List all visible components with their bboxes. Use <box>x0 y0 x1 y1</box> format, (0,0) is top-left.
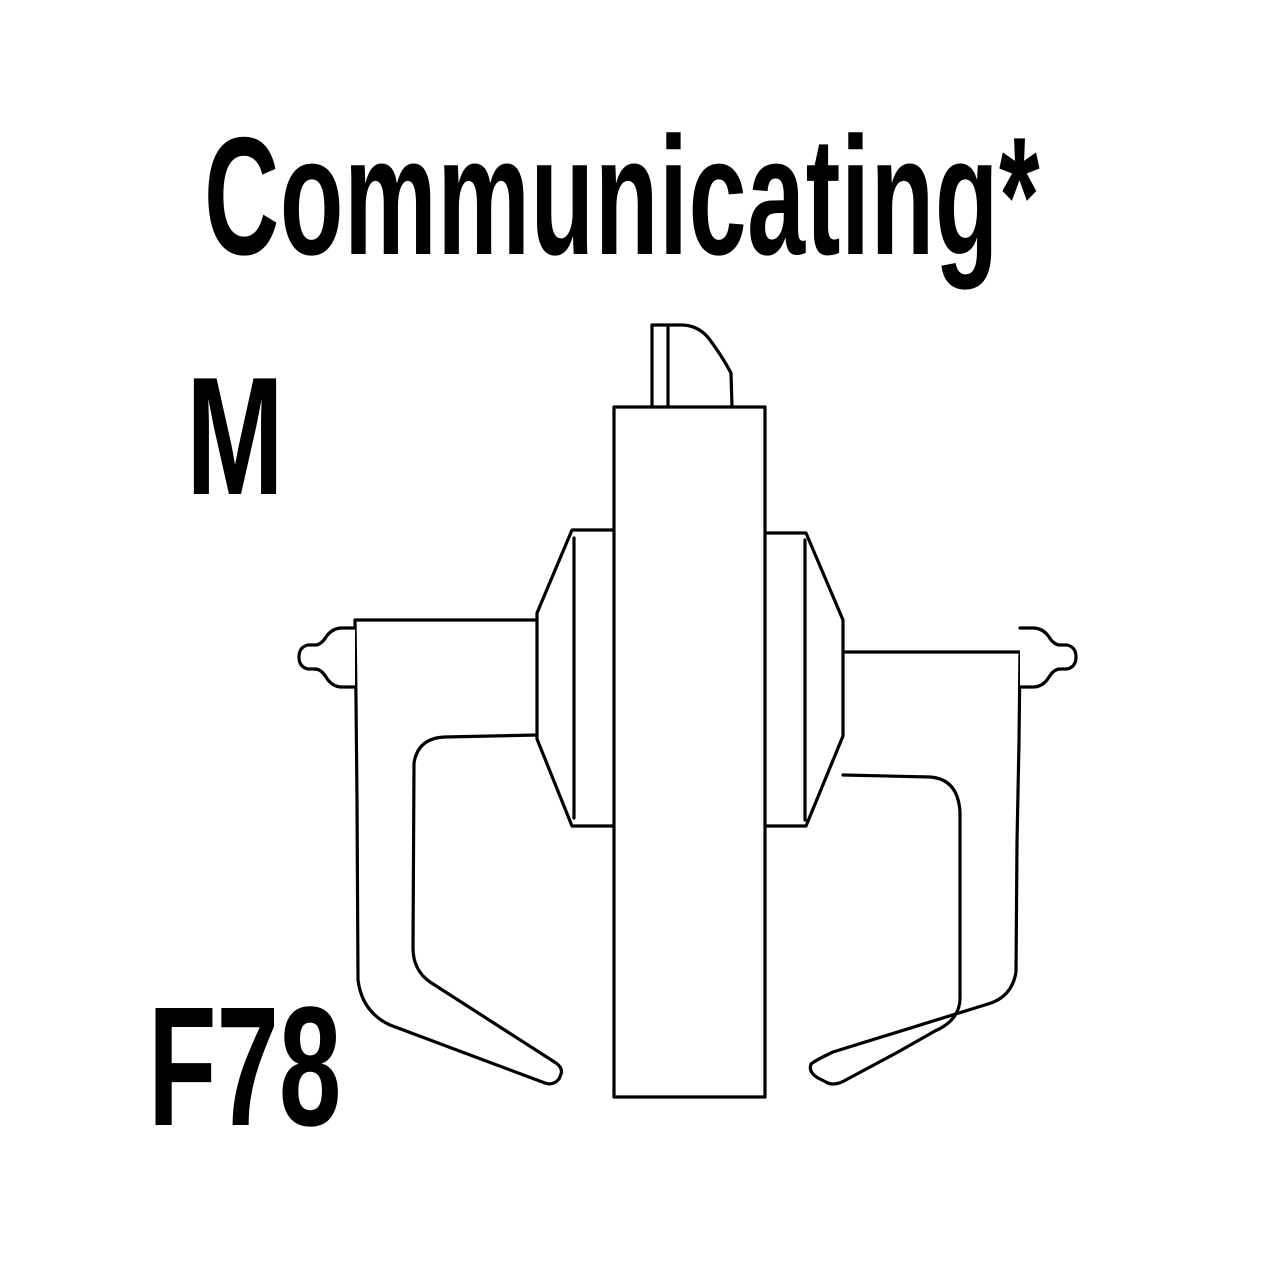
left-rose <box>535 528 615 828</box>
lever-code-label: F78 <box>148 972 342 1162</box>
latch-bolt <box>650 323 734 409</box>
left-cylinder-icon <box>297 626 357 689</box>
chassis <box>612 405 767 1099</box>
right-cylinder-icon <box>1018 626 1078 689</box>
right-rose <box>763 531 845 828</box>
function-code-label: M <box>186 342 284 530</box>
right-lever <box>808 650 1022 1086</box>
diagram-title: Communicating* <box>204 102 1041 290</box>
left-lever <box>353 618 564 1086</box>
